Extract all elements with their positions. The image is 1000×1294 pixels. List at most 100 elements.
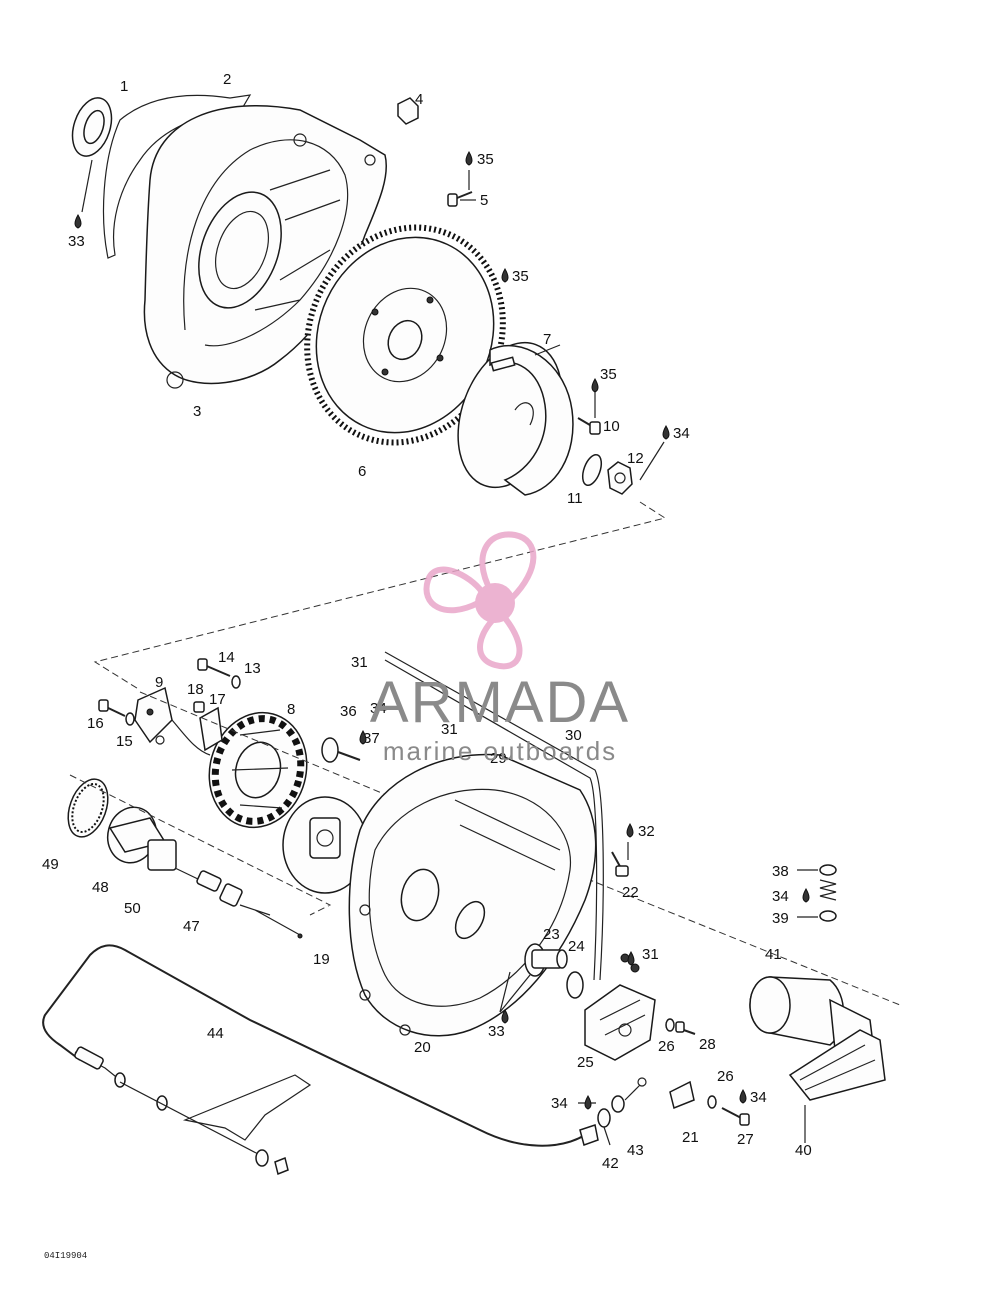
label-20: 20 [414, 1039, 431, 1056]
label-39: 39 [772, 910, 789, 927]
label-49: 49 [42, 856, 59, 873]
sensor-part-47 [174, 867, 303, 939]
screw-part-16 [98, 699, 126, 717]
label-27: 27 [737, 1131, 754, 1148]
label-30: 30 [565, 727, 582, 744]
label-24: 24 [568, 938, 585, 955]
bracket-part-9 [134, 686, 211, 756]
screw-part-27 [721, 1107, 750, 1126]
oil-seal-part-1 [71, 97, 113, 213]
label-22: 22 [622, 884, 639, 901]
seal-part-49 [67, 778, 109, 838]
label-29: 29 [490, 750, 507, 767]
watermark-tagline: marine outboards [383, 736, 617, 766]
label-13: 13 [244, 660, 261, 677]
bolt-part-36 [321, 737, 361, 763]
label-32: 32 [638, 823, 655, 840]
label-48: 48 [92, 879, 109, 896]
drop-icon [739, 1088, 747, 1104]
drop-icon [74, 213, 82, 229]
label-21: 21 [682, 1129, 699, 1146]
label-2: 2 [223, 71, 231, 88]
spring-part [819, 879, 837, 901]
plate-part-21 [669, 1080, 695, 1110]
drop-icon [802, 887, 810, 903]
label-9: 9 [155, 674, 163, 691]
screw-part-18 [193, 701, 205, 713]
bolt-part-5 [447, 191, 473, 207]
washer-part-39 [819, 910, 837, 922]
label-4: 4 [415, 91, 423, 108]
fitting-part-42 [597, 1108, 611, 1146]
drop-icon [465, 150, 473, 166]
label-6: 6 [358, 463, 366, 480]
bracket-part-40 [788, 1029, 886, 1101]
watermark-brand: ARMADA [370, 670, 630, 735]
label-15: 15 [116, 733, 133, 750]
nut-part-12 [607, 461, 633, 495]
label-37: 37 [363, 730, 380, 747]
washer-part-13 [231, 675, 241, 689]
label-43: 43 [627, 1142, 644, 1159]
magneto-rotor-part-7 [457, 341, 574, 496]
o-ring-part-24 [566, 971, 584, 999]
label-35a: 35 [477, 151, 494, 168]
label-8: 8 [287, 701, 295, 718]
actuator-part-25 [584, 953, 656, 1061]
screw-part-14 [197, 658, 231, 677]
washer-part-26a [665, 1018, 675, 1032]
cover-part-20 [348, 753, 597, 1037]
label-19: 19 [313, 951, 330, 968]
label-33a: 33 [68, 233, 85, 250]
label-11: 11 [567, 490, 583, 507]
lower-assembly [42, 651, 901, 1176]
upper-assembly [71, 94, 667, 691]
label-10: 10 [603, 418, 620, 435]
drop-icon [501, 267, 509, 283]
label-34b: 34 [370, 700, 387, 717]
label-25: 25 [577, 1054, 594, 1071]
drawing-code: 04I19904 [44, 1251, 87, 1261]
label-47: 47 [183, 918, 200, 935]
screw-part-28 [675, 1021, 696, 1035]
bolt-part-22 [611, 851, 629, 877]
label-5: 5 [480, 192, 488, 209]
ring-gear-part-6 [304, 224, 506, 446]
label-17: 17 [209, 691, 226, 708]
label-26a: 26 [658, 1038, 675, 1055]
label-42: 42 [602, 1155, 619, 1172]
drop-icon [627, 950, 635, 966]
fitting-part-43 [611, 1077, 647, 1113]
label-14: 14 [218, 649, 235, 666]
washer-part-15 [125, 712, 135, 726]
gasket-part-2 [102, 94, 252, 259]
pulley-part-48 [106, 806, 177, 871]
washer-part-26b [707, 1095, 717, 1109]
drop-icon [662, 424, 670, 440]
label-12: 12 [627, 450, 644, 467]
label-34d: 34 [551, 1095, 568, 1112]
label-50: 50 [124, 900, 141, 917]
drop-icon [359, 729, 367, 745]
label-18: 18 [187, 681, 204, 698]
label-26b: 26 [717, 1068, 734, 1085]
label-16: 16 [87, 715, 104, 732]
clip-part-17 [199, 706, 223, 752]
sleeve-part-4 [397, 97, 419, 125]
label-28: 28 [699, 1036, 716, 1053]
label-34a: 34 [673, 425, 690, 442]
shaft-part-23 [524, 943, 568, 977]
label-44: 44 [207, 1025, 224, 1042]
screw-part-38 [819, 864, 837, 876]
label-36: 36 [340, 703, 357, 720]
label-34c: 34 [772, 888, 789, 905]
washer-part-11 [581, 453, 603, 487]
stator-part-8 [208, 711, 308, 829]
drop-icon [584, 1094, 592, 1110]
flywheel-housing-part-3 [143, 105, 388, 389]
drop-icons [74, 150, 810, 1110]
label-33b: 33 [488, 1023, 505, 1040]
label-35b: 35 [512, 268, 529, 285]
label-35c: 35 [600, 366, 617, 383]
